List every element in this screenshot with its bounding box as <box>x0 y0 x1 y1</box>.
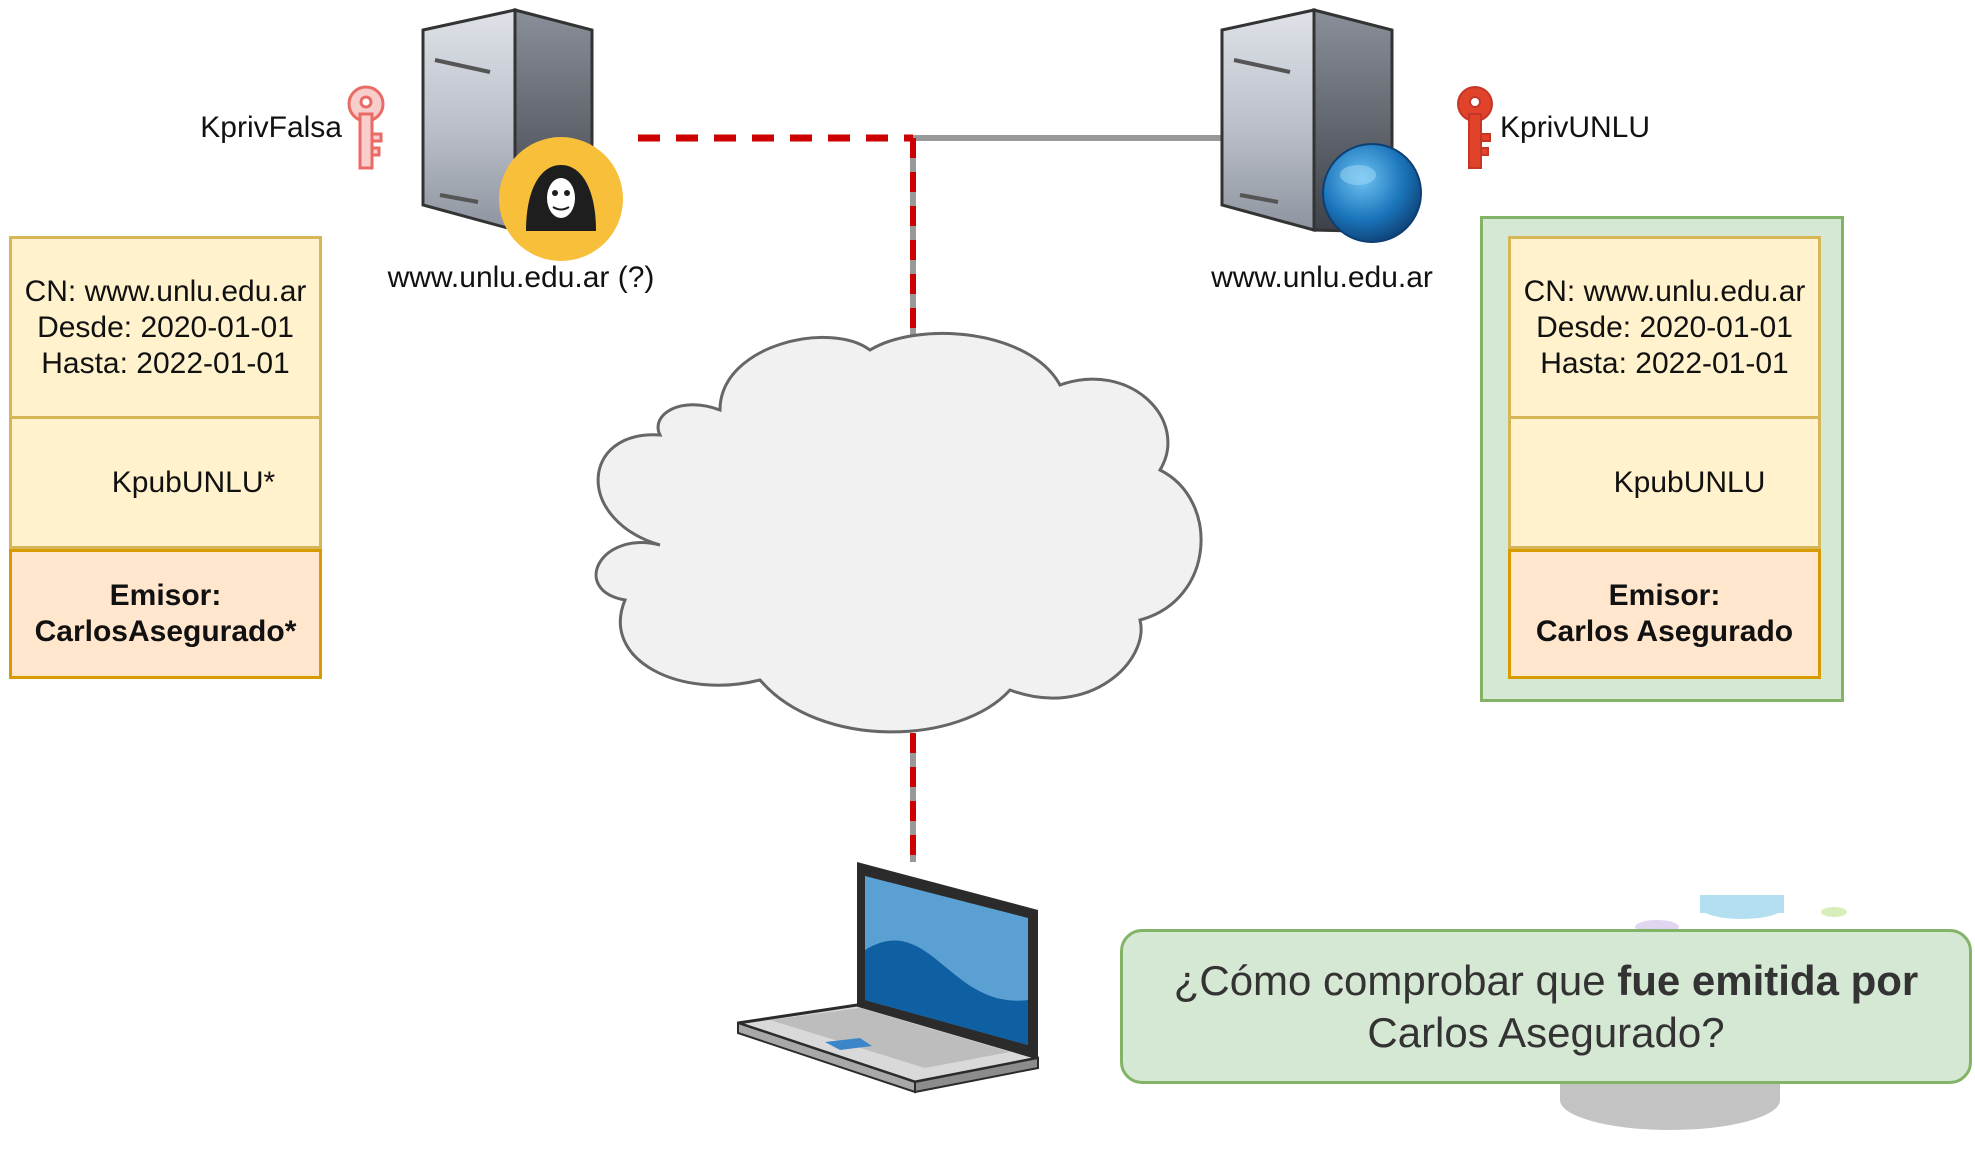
real-certificate: CN: www.unlu.edu.ar Desde: 2020-01-01 Ha… <box>1508 236 1821 679</box>
fake-private-key-icon <box>347 85 385 170</box>
faded-background-illustration <box>1560 895 1847 1130</box>
laptop-client <box>737 862 1039 1094</box>
real-certificate-issuer: Emisor: Carlos Asegurado <box>1508 549 1821 679</box>
real-server <box>1220 8 1394 234</box>
fake-private-key-label: KprivFalsa <box>200 111 342 144</box>
fake-cert-cn: CN: www.unlu.edu.ar <box>24 274 307 308</box>
fake-cert-emisor-name: CarlosAsegurado* <box>34 615 297 648</box>
real-cert-cn: CN: www.unlu.edu.ar <box>1523 274 1806 308</box>
hacker-icon <box>499 137 623 261</box>
real-certificate-public-key: KpubUNLU <box>1508 419 1821 549</box>
real-cert-emisor-title: Emisor: <box>1608 579 1721 612</box>
fake-cert-emisor-title: Emisor: <box>109 579 222 612</box>
question-text-start: ¿Cómo comprobar que <box>1173 956 1618 1004</box>
real-cert-desde: Desde: 2020-01-01 <box>1536 310 1793 344</box>
fake-certificate-subject: CN: www.unlu.edu.ar Desde: 2020-01-01 Ha… <box>9 236 322 419</box>
question-text-end: Carlos Asegurado? <box>1367 1008 1725 1056</box>
fake-certificate-issuer: Emisor: CarlosAsegurado* <box>9 549 322 679</box>
globe-icon <box>1322 143 1422 243</box>
fake-certificate: CN: www.unlu.edu.ar Desde: 2020-01-01 Ha… <box>9 236 322 679</box>
real-private-key-label: KprivUNLU <box>1500 111 1650 144</box>
real-server-label: www.unlu.edu.ar <box>1210 261 1433 294</box>
real-cert-hasta: Hasta: 2022-01-01 <box>1540 346 1789 380</box>
fake-cert-hasta: Hasta: 2022-01-01 <box>41 346 290 380</box>
question-callout: ¿Cómo comprobar que fue emitida por Carl… <box>1120 929 1972 1084</box>
internet-cloud <box>594 331 1203 734</box>
real-private-key-icon <box>1457 86 1493 169</box>
real-cert-key-label: KpubUNLU <box>1613 465 1766 499</box>
fake-cert-key-label: KpubUNLU* <box>111 465 276 499</box>
real-certificate-subject: CN: www.unlu.edu.ar Desde: 2020-01-01 Ha… <box>1508 236 1821 419</box>
real-cert-emisor-name: Carlos Asegurado <box>1535 615 1794 648</box>
fake-cert-desde: Desde: 2020-01-01 <box>37 310 294 344</box>
fake-server-label: www.unlu.edu.ar (?) <box>387 261 655 294</box>
question-text-bold: fue emitida por <box>1617 956 1919 1004</box>
fake-certificate-public-key: KpubUNLU* <box>9 419 322 549</box>
